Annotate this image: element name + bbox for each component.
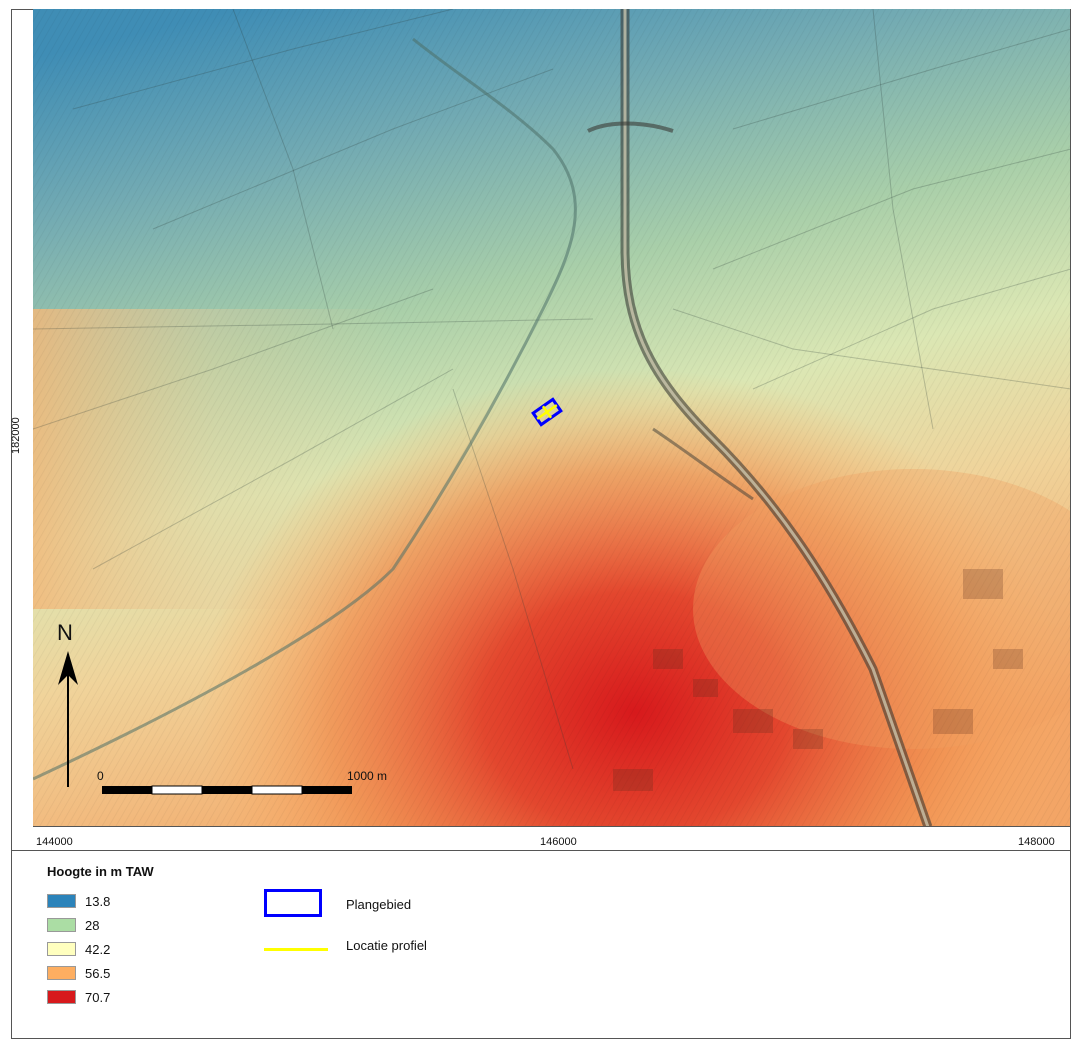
legend-title: Hoogte in m TAW (47, 864, 154, 879)
legend-plangebied: Plangebied (264, 887, 411, 919)
valley-line (33, 37, 577, 781)
plangebied-marker-icon[interactable] (531, 397, 563, 427)
swatch-28 (47, 918, 76, 932)
legend-class-2: 28 (47, 917, 99, 933)
blue-rectangle-icon (264, 889, 322, 917)
swatch-70-7 (47, 990, 76, 1004)
north-arrow-icon (58, 651, 78, 787)
swatch-13-8 (47, 894, 76, 908)
scale-bar-end-label: 1000 m (347, 769, 388, 783)
elevation-map[interactable]: 0 1000 m N (33, 9, 1071, 827)
scale-bar-start-label: 0 (97, 769, 104, 783)
legend-divider (11, 850, 1071, 851)
legend-profiel: Locatie profiel (264, 938, 427, 954)
north-arrow-label: N (57, 620, 73, 645)
legend-class-1: 13.8 (47, 893, 110, 909)
scale-bar (102, 785, 352, 795)
legend-plangebied-label: Plangebied (346, 897, 412, 912)
yellow-line-icon (264, 947, 328, 951)
x-coordinate-label-west: 144000 (36, 836, 73, 848)
legend-class-label: 42.2 (85, 941, 111, 957)
y-coordinate-label: 182000 (10, 417, 22, 454)
legend-class-label: 13.8 (85, 893, 111, 909)
legend-profiel-label: Locatie profiel (346, 938, 427, 953)
legend-class-5: 70.7 (47, 989, 110, 1005)
highway (587, 9, 933, 826)
legend-class-4: 56.5 (47, 965, 110, 981)
x-coordinate-label-east: 148000 (1018, 836, 1055, 848)
legend-class-label: 28 (85, 917, 100, 933)
legend-class-label: 70.7 (85, 989, 111, 1005)
x-coordinate-label-center: 146000 (540, 836, 577, 848)
swatch-56-5 (47, 966, 76, 980)
legend-class-3: 42.2 (47, 941, 110, 957)
swatch-42-2 (47, 942, 76, 956)
legend-class-label: 56.5 (85, 965, 111, 981)
built-up-area (613, 569, 1023, 791)
elevation-map-svg (33, 9, 1070, 826)
field-boundaries (33, 9, 1070, 770)
